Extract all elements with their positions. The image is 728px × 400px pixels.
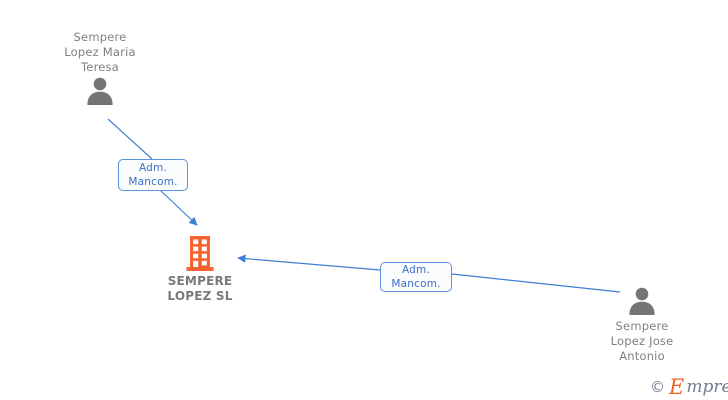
- relation-label-line1: Adm.: [401, 264, 431, 276]
- edge-maria-teresa-upper: [107, 118, 153, 160]
- edge-jose-antonio-right: [451, 273, 621, 293]
- relation-label-line2: Mancom.: [128, 176, 178, 188]
- person-icon: [87, 77, 113, 105]
- person-icon: [629, 287, 655, 315]
- copyright-icon: ©: [650, 378, 665, 396]
- relation-label-maria-teresa[interactable]: Adm. Mancom.: [118, 159, 188, 191]
- person-node-jose-antonio[interactable]: Sempere Lopez Jose Antonio: [567, 285, 717, 364]
- edge-maria-teresa-lower: [159, 189, 198, 226]
- relation-label-jose-antonio[interactable]: Adm. Mancom.: [380, 262, 452, 292]
- empresia-watermark: © E mpresia: [650, 377, 728, 398]
- person-node-maria-teresa[interactable]: Sempere Lopez Maria Teresa: [25, 30, 175, 105]
- edge-jose-antonio-left: [237, 254, 381, 271]
- company-label: SEMPERE LOPEZ SL: [167, 274, 233, 303]
- person-label-jose-antonio: Sempere Lopez Jose Antonio: [610, 319, 674, 363]
- relation-label-line2: Mancom.: [391, 278, 441, 290]
- building-icon: [186, 236, 214, 271]
- brand-initial: E: [669, 375, 685, 399]
- relation-label-line1: Adm.: [138, 162, 168, 174]
- person-label-maria-teresa: Sempere Lopez Maria Teresa: [64, 30, 136, 74]
- brand-name: mpresia: [686, 377, 728, 397]
- company-node-sempere-lopez-sl[interactable]: SEMPERE LOPEZ SL: [135, 236, 265, 304]
